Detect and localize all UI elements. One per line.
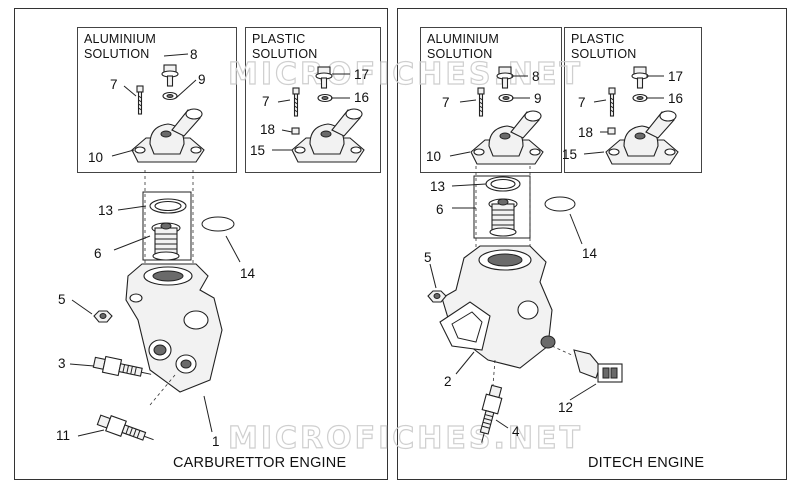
- aluminium-solution-title: ALUMINIUM SOLUTION: [84, 32, 156, 61]
- plastic-solution-title: PLASTIC SOLUTION: [252, 32, 318, 61]
- plastic-solution-title: PLASTIC SOLUTION: [571, 32, 637, 61]
- carburettor-engine-panel: ALUMINIUM SOLUTION PLASTIC SOLUTION CARB…: [14, 8, 388, 480]
- ditech-engine-label: DITECH ENGINE: [588, 455, 705, 471]
- carburettor-engine-label: CARBURETTOR ENGINE: [173, 455, 347, 471]
- aluminium-solution-inset: ALUMINIUM SOLUTION: [420, 27, 562, 173]
- plastic-solution-inset: PLASTIC SOLUTION: [564, 27, 702, 173]
- ditech-engine-panel: ALUMINIUM SOLUTION PLASTIC SOLUTION DITE…: [397, 8, 787, 480]
- plastic-solution-inset: PLASTIC SOLUTION: [245, 27, 381, 173]
- aluminium-solution-inset: ALUMINIUM SOLUTION: [77, 27, 237, 173]
- aluminium-solution-title: ALUMINIUM SOLUTION: [427, 32, 499, 61]
